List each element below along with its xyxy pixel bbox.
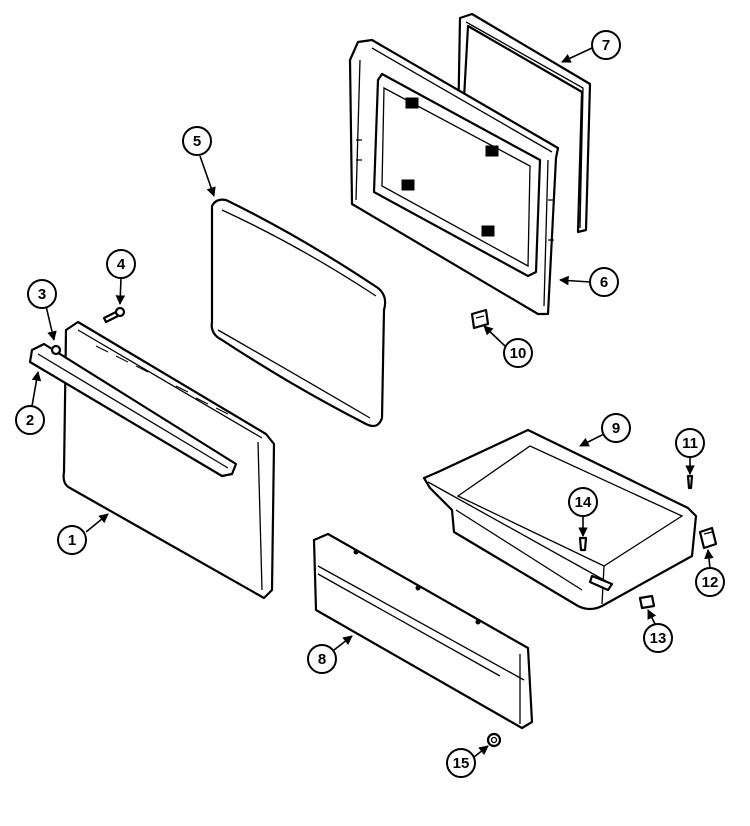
- callout-5-label: 5: [193, 133, 201, 150]
- callout-13: 13: [643, 609, 673, 653]
- callout-3-label: 3: [38, 286, 46, 303]
- bumper-part: [486, 732, 502, 748]
- callout-8: 8: [307, 635, 353, 674]
- callout-2-label: 2: [26, 412, 34, 429]
- callout-3: 3: [27, 279, 57, 341]
- callout-6: 6: [559, 267, 619, 297]
- roller-part: [638, 594, 656, 610]
- hinge-bracket-icon: [405, 97, 419, 109]
- callout-8-label: 8: [318, 651, 326, 668]
- hinge-bracket-icon: [401, 179, 415, 191]
- callout-7: 7: [561, 30, 621, 63]
- drawer-glide-part: [698, 526, 718, 550]
- callout-10: 10: [483, 325, 533, 368]
- screw-part-4: [102, 306, 126, 324]
- callout-10-label: 10: [510, 345, 527, 362]
- insulation-part: [210, 198, 387, 428]
- callout-11: 11: [675, 428, 705, 475]
- nut-part: [50, 344, 62, 356]
- callout-6-label: 6: [600, 274, 608, 291]
- callout-4-label: 4: [117, 256, 126, 273]
- callout-9-label: 9: [612, 420, 620, 437]
- callout-1: 1: [57, 513, 109, 555]
- callout-15: 15: [446, 745, 489, 778]
- callout-1-label: 1: [68, 532, 76, 549]
- hinge-bracket-icon: [481, 225, 495, 237]
- callout-2: 2: [15, 371, 45, 435]
- callout-15-label: 15: [453, 755, 470, 772]
- callout-7-label: 7: [602, 37, 610, 54]
- callout-14-label: 14: [575, 494, 592, 511]
- callout-12-label: 12: [702, 574, 719, 591]
- callout-11-label: 11: [682, 435, 698, 452]
- door-clip-part: [470, 308, 490, 330]
- callout-9: 9: [579, 413, 631, 447]
- screw-part-11: [686, 474, 694, 490]
- callout-5: 5: [182, 126, 216, 197]
- drawer-part: [422, 428, 698, 611]
- hinge-bracket-icon: [485, 145, 499, 157]
- outer-door-panel-part: [62, 320, 276, 600]
- door-handle-part: [28, 342, 238, 478]
- callout-14: 14: [568, 487, 598, 537]
- callout-4: 4: [106, 249, 136, 305]
- callout-13-label: 13: [650, 630, 667, 647]
- door-vent-slots: [95, 345, 229, 415]
- drawer-front-panel-part: [312, 532, 534, 730]
- inner-door-frame-part: [348, 38, 560, 316]
- callout-12: 12: [695, 549, 725, 597]
- screw-part-14: [578, 536, 588, 552]
